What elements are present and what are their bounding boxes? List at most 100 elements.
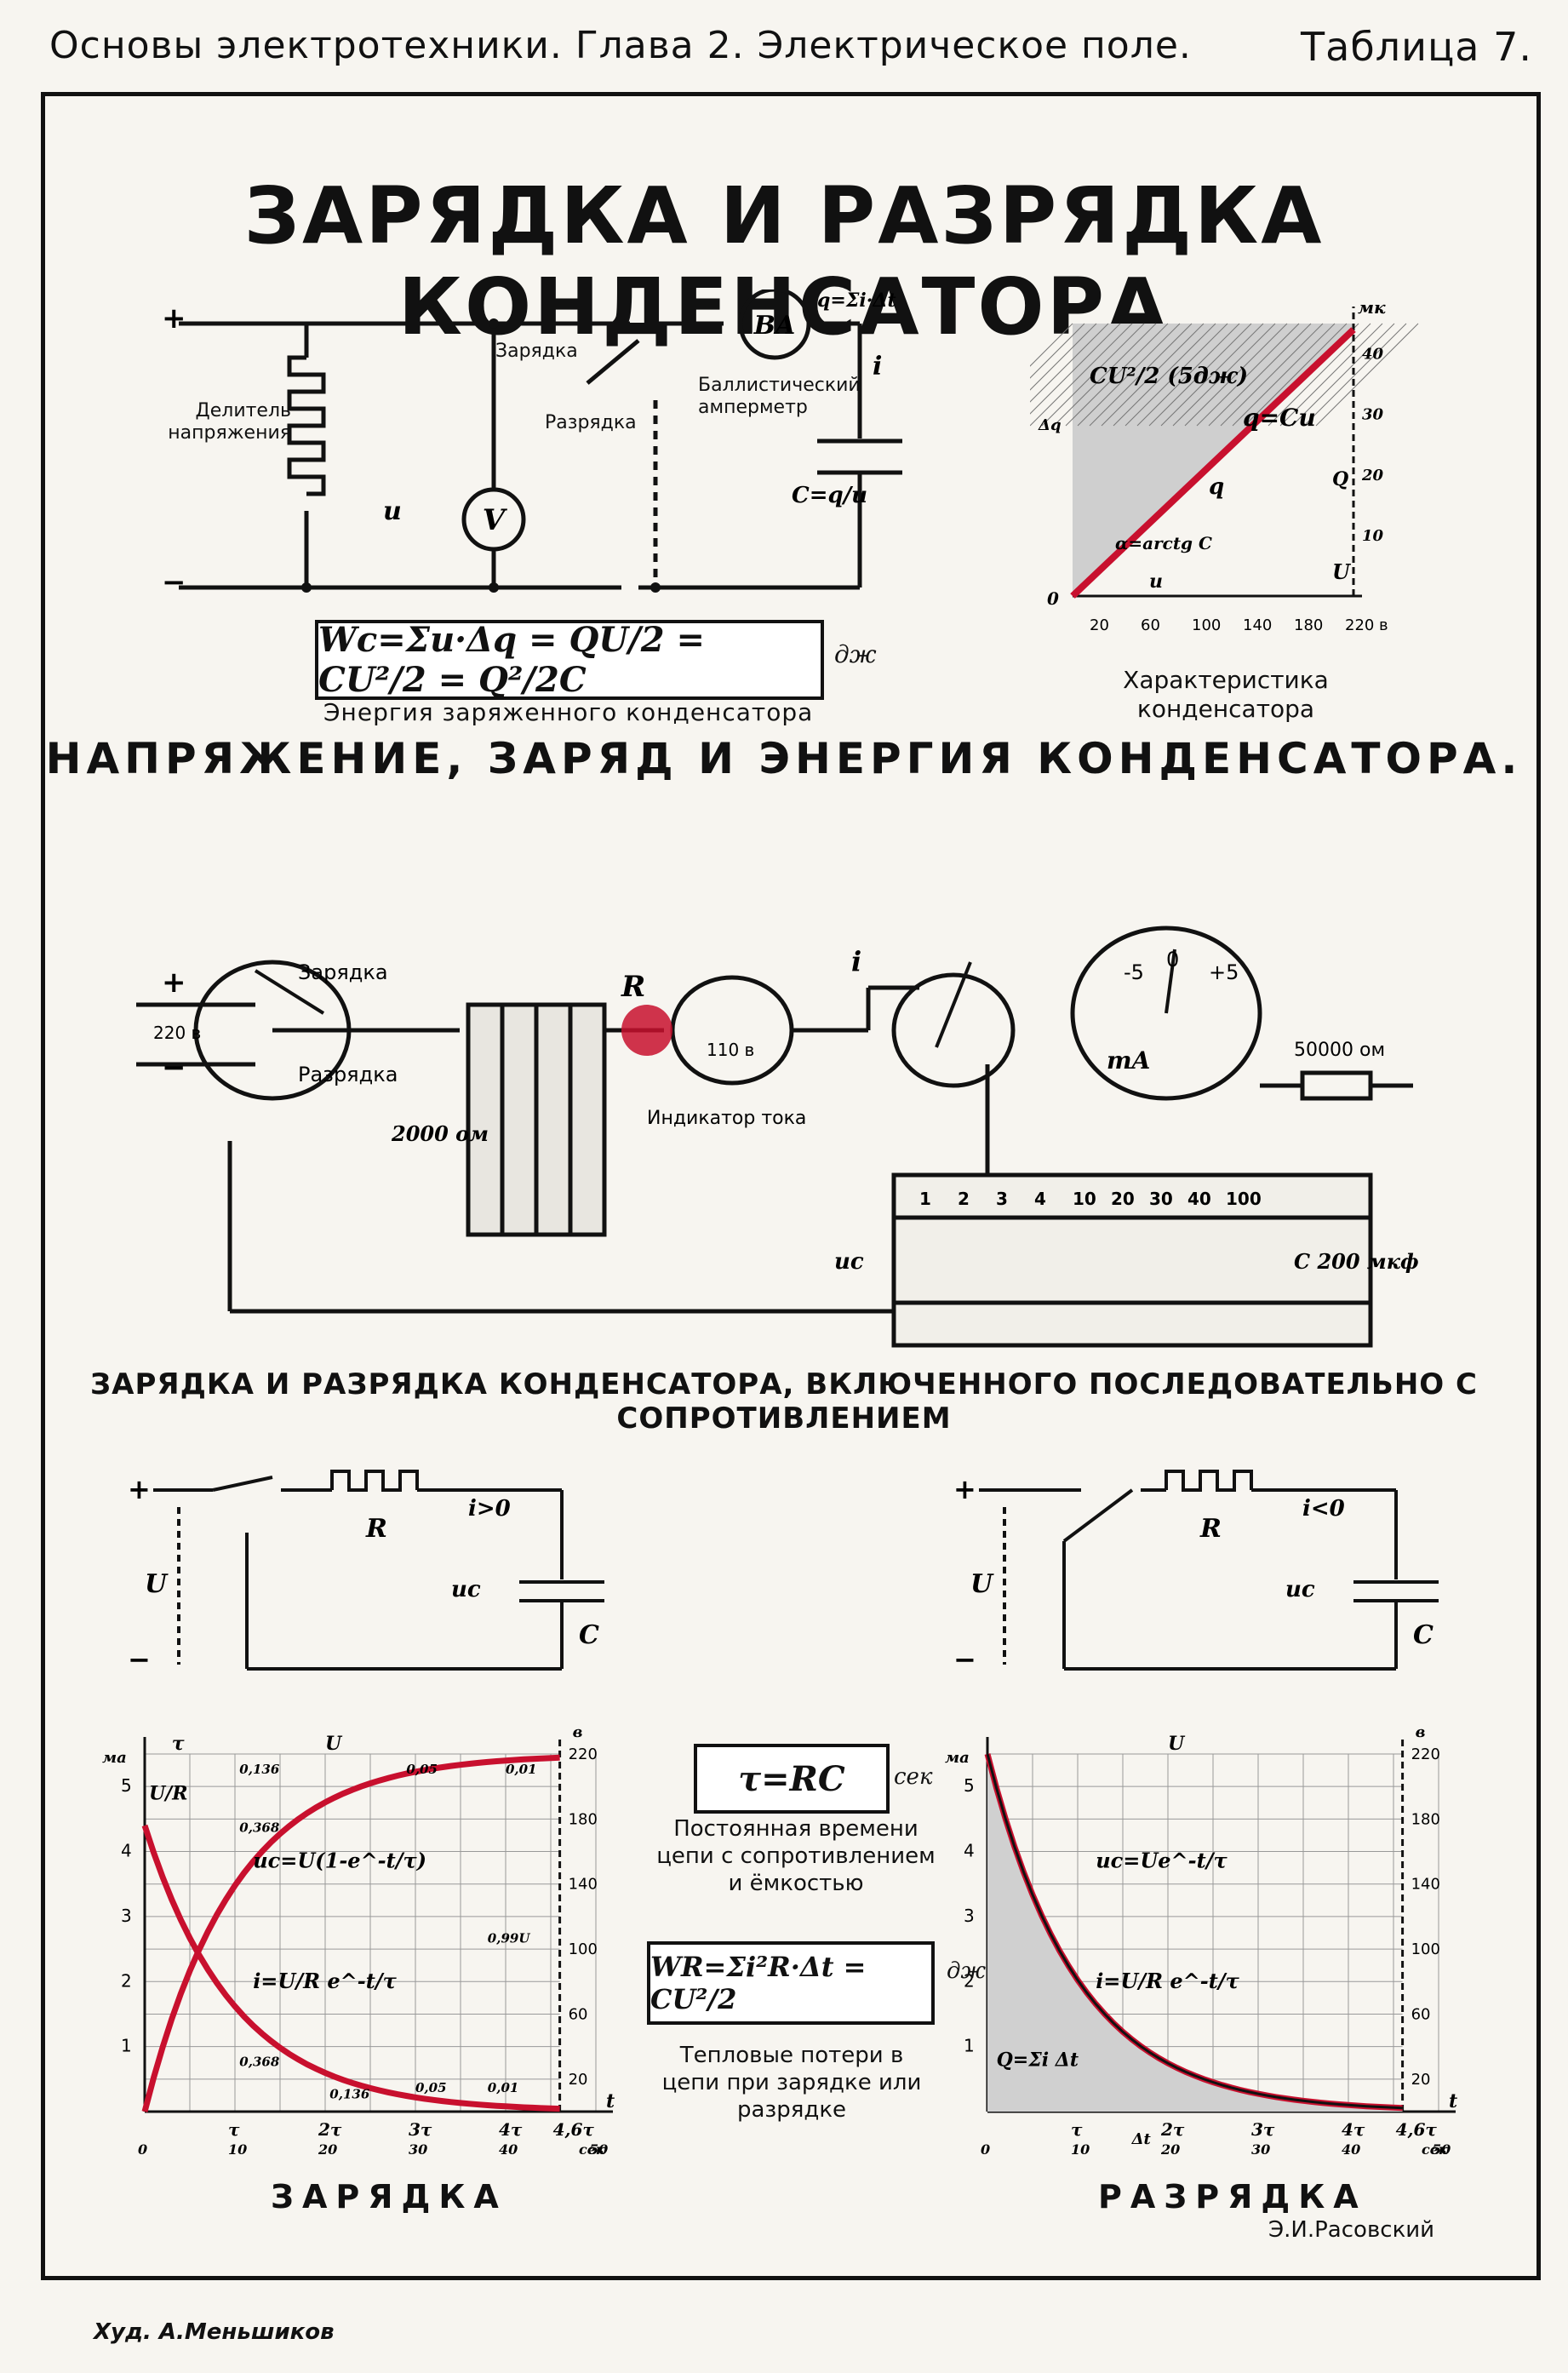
annotation: 0,99U xyxy=(488,1930,531,1946)
hatch-line xyxy=(1172,323,1276,427)
hatch-line xyxy=(1101,323,1205,427)
Q-label: Q xyxy=(1332,468,1348,490)
hatch-line xyxy=(1030,323,1109,403)
hatch-line xyxy=(1030,323,1133,427)
dq-label: Δq xyxy=(1038,416,1062,434)
y-right-tick: 100 xyxy=(569,1940,598,1958)
hatch-line xyxy=(1160,323,1264,427)
y-left-tick: 4 xyxy=(964,1841,975,1861)
i-curve xyxy=(141,1824,560,2112)
y-left-tick: 3 xyxy=(964,1906,975,1926)
hatch-line xyxy=(1030,323,1097,391)
hatch-line xyxy=(1232,323,1336,427)
tau-tick-label: 4,6τ xyxy=(1396,2119,1438,2140)
heat-formula-box: WR=Σi²R·Δt = CU²/2 xyxy=(647,1941,935,2025)
q-cu-line xyxy=(1070,327,1356,599)
y-right-tick: 220 xyxy=(1411,1745,1440,1763)
app-plus: + xyxy=(162,966,186,1000)
author-credit: Э.И.Расовский xyxy=(1268,2217,1435,2243)
meter-plus5: +5 xyxy=(1209,960,1239,984)
x-tick-label: 50 xyxy=(589,2141,608,2158)
hatch-line xyxy=(1136,323,1240,427)
dc-C: C xyxy=(1413,1620,1434,1650)
i-label: i=U/R e^-t/τ xyxy=(1096,1969,1239,1993)
cap-value-8: 100 xyxy=(1226,1189,1262,1209)
tau-tick-label: τ xyxy=(1071,2119,1083,2140)
x-tick-label: 40 xyxy=(1342,2141,1360,2158)
y-left-tick: 5 xyxy=(964,1775,975,1796)
y-left-tick: 2 xyxy=(964,1970,975,1991)
section2-title: ЗАРЯДКА И РАЗРЯДКА КОНДЕНСАТОРА, ВКЛЮЧЕН… xyxy=(90,1367,1478,1436)
y-tick-label: 30 xyxy=(1362,406,1384,424)
y-left-tick: 5 xyxy=(121,1775,132,1796)
y-tick-label: 40 xyxy=(1362,346,1384,364)
charge-area xyxy=(987,1754,1403,2112)
x-tick-label: 60 xyxy=(1141,616,1160,634)
heat-caption: Тепловые потери в цепи при зарядке или р… xyxy=(661,2043,922,2123)
app-discharge: Разрядка xyxy=(298,1063,398,1086)
section1-circuit: + − V BA q=Σi·Δt i u u C=q/u xyxy=(162,289,902,596)
y-left-unit: ма xyxy=(102,1749,127,1767)
tau-formula-box: τ=RC xyxy=(694,1744,890,1814)
dc-U: U xyxy=(970,1569,994,1599)
meter-ma: mA xyxy=(1107,1046,1150,1075)
x-tick-label: 0 xyxy=(138,2141,147,2158)
ammeter-label: Баллистический амперметр xyxy=(698,375,861,418)
artist-credit: Худ. А.Меньшиков xyxy=(94,2319,335,2345)
apparatus-illustration: + − 220 в Зарядка Разрядка R 2000 ом 110… xyxy=(136,926,1419,1348)
tau-caption: Постоянная времени цепи с сопротивлением… xyxy=(656,1816,936,1896)
y-right-tick: 20 xyxy=(569,2071,588,2089)
y-tick-label: 10 xyxy=(1362,527,1384,545)
UR-label: U/R xyxy=(149,1782,188,1804)
annotation: 0,05 xyxy=(415,2080,447,2095)
switch-discharge-label: Разрядка xyxy=(545,412,637,433)
y-left-tick: 1 xyxy=(964,2036,975,2056)
annotation: 0,05 xyxy=(406,1762,438,1777)
cc-i: i>0 xyxy=(468,1496,511,1522)
Q-label: Q=Σi Δt xyxy=(997,2049,1079,2072)
poster-frame xyxy=(41,92,1541,2280)
hatch-line xyxy=(1124,323,1228,427)
hatch-line xyxy=(1053,323,1157,427)
y-unit: мк xyxy=(1358,297,1386,318)
cc-uc: uc xyxy=(451,1577,481,1602)
y-right-tick: 180 xyxy=(1411,1810,1440,1828)
hatch-line xyxy=(1279,323,1383,427)
app-resistance: 2000 ом xyxy=(391,1121,489,1146)
tau-tick-label: 4,6τ xyxy=(553,2119,595,2140)
uc-curve xyxy=(141,1754,560,2112)
u-label: u xyxy=(1149,570,1163,593)
q-label: q xyxy=(1209,474,1224,500)
i-curve xyxy=(986,1753,1403,2110)
hatch-line xyxy=(1077,323,1181,427)
annotation: 0,368 xyxy=(239,2055,280,2070)
app-voltage: 220 в xyxy=(153,1023,201,1043)
x-tick-label: 140 xyxy=(1243,616,1272,634)
x-unit: сек xyxy=(579,2141,605,2158)
t-axis-label: t xyxy=(1449,2090,1457,2112)
x-tick-label: 30 xyxy=(1251,2141,1270,2158)
hatch-line xyxy=(1303,323,1407,427)
switch-charge-label: Зарядка xyxy=(495,341,578,362)
i-label: i=U/R e^-t/τ xyxy=(253,1969,397,1993)
y-right-unit: в xyxy=(1416,1723,1426,1741)
y-right-tick: 180 xyxy=(569,1810,598,1828)
t-axis-label: t xyxy=(606,2090,615,2112)
section1-title: НАПРЯЖЕНИЕ, ЗАРЯД И ЭНЕРГИЯ КОНДЕНСАТОРА… xyxy=(45,734,1523,783)
tau-tick-label: 2τ xyxy=(318,2119,342,2140)
dc-uc: uc xyxy=(1285,1577,1315,1602)
uc-label: uc=U(1-e^-t/τ) xyxy=(253,1849,426,1873)
tau-top-label: τ xyxy=(172,1733,185,1755)
cap-value-5: 20 xyxy=(1111,1189,1135,1209)
tau-tick-label: 3τ xyxy=(409,2119,432,2140)
x-tick-label: 180 xyxy=(1294,616,1323,634)
plus-sign: + xyxy=(162,301,186,335)
heat-unit: дж xyxy=(947,1958,987,1984)
dc-R: R xyxy=(1199,1514,1222,1544)
hatch-line xyxy=(1208,323,1312,427)
discharge-title: РАЗРЯДКА xyxy=(1098,2178,1367,2215)
cap-value-7: 40 xyxy=(1187,1189,1211,1209)
minus-sign: − xyxy=(162,565,186,596)
